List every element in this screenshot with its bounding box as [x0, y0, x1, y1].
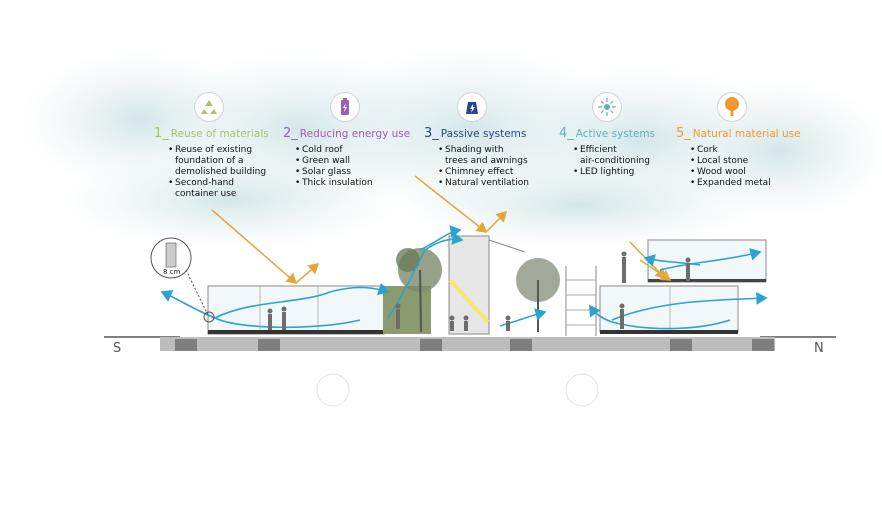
- wall-detail-callout: [150, 237, 215, 323]
- item-line: foundation of a: [175, 156, 244, 166]
- list-item: Thick insulation: [293, 178, 443, 189]
- list-item: Wood wool: [688, 167, 836, 178]
- category-natural-material: 5_Natural material use Cork Local stone …: [676, 127, 836, 189]
- item-line: Chimney effect: [436, 167, 584, 178]
- category-heading: 5_Natural material use: [676, 127, 836, 141]
- category-heading: 1_Reuse of materials: [154, 127, 314, 141]
- tree-icon: [717, 92, 747, 122]
- item-line: Local stone: [688, 156, 836, 167]
- item-line: Green wall: [293, 156, 443, 167]
- marker-circle: [565, 373, 599, 407]
- item-line: Natural ventilation: [436, 178, 584, 189]
- people: [267, 251, 691, 331]
- list-item: Cold roof: [293, 145, 443, 156]
- compass-south: S: [113, 341, 122, 356]
- item-line: Shading with: [436, 145, 584, 156]
- item-line: Cork: [688, 145, 836, 156]
- category-number: 2_: [283, 126, 298, 141]
- list-item: Cork: [688, 145, 836, 156]
- category-number: 4_: [559, 126, 574, 141]
- item-line: LED lighting: [571, 167, 719, 178]
- item-line: Solar glass: [293, 167, 443, 178]
- ground: [104, 336, 836, 351]
- marker-circle: [316, 373, 350, 407]
- battery-icon: [330, 92, 360, 122]
- air-flows: [160, 225, 768, 330]
- list-item: Local stone: [688, 156, 836, 167]
- category-items: Cork Local stone Wood wool Expanded meta…: [688, 145, 836, 189]
- category-title: Natural material use: [692, 128, 801, 140]
- category-number: 1_: [154, 126, 169, 141]
- green-wall: [383, 286, 431, 334]
- chimney-tower: [448, 235, 526, 335]
- list-item: LED lighting: [571, 167, 719, 178]
- category-heading: 2_Reducing energy use: [283, 127, 443, 141]
- category-title: Passive systems: [440, 128, 527, 140]
- recycle-icon: [194, 92, 224, 122]
- item-line: Efficient: [571, 145, 719, 156]
- sun-burst-icon: [592, 92, 622, 122]
- list-item: Green wall: [293, 156, 443, 167]
- category-number: 5_: [676, 126, 691, 141]
- item-line: Wood wool: [688, 167, 836, 178]
- item-line: air-conditioning: [580, 156, 650, 166]
- category-reuse: 1_Reuse of materials Reuse of existingfo…: [154, 127, 314, 200]
- item-line: Second-hand: [166, 178, 314, 189]
- compass-north: N: [814, 341, 824, 356]
- category-number: 3_: [424, 126, 439, 141]
- category-title: Active systems: [575, 128, 656, 140]
- item-line: Reuse of existing: [166, 145, 314, 156]
- list-item: Natural ventilation: [436, 178, 584, 189]
- list-item: Expanded metal: [688, 178, 836, 189]
- item-line: container use: [175, 189, 237, 199]
- category-items: Cold roof Green wall Solar glass Thick i…: [293, 145, 443, 189]
- item-line: trees and awnings: [445, 156, 528, 166]
- item-line: demolished building: [175, 167, 267, 177]
- category-heading: 3_Passive systems: [424, 127, 584, 141]
- scale-label: 8 cm: [163, 268, 181, 276]
- item-line: Expanded metal: [688, 178, 836, 189]
- item-line: Thick insulation: [293, 178, 443, 189]
- category-title: Reducing energy use: [299, 128, 411, 140]
- lightning-building-icon: [457, 92, 487, 122]
- item-line: Cold roof: [293, 145, 443, 156]
- category-heading: 4_Active systems: [559, 127, 719, 141]
- list-item: Chimney effect: [436, 167, 584, 178]
- list-item: Solar glass: [293, 167, 443, 178]
- category-reducing-energy: 2_Reducing energy use Cold roof Green wa…: [283, 127, 443, 189]
- stairs: [565, 266, 597, 336]
- category-title: Reuse of materials: [170, 128, 269, 140]
- category-active-systems: 4_Active systems Efficientair-conditioni…: [559, 127, 719, 178]
